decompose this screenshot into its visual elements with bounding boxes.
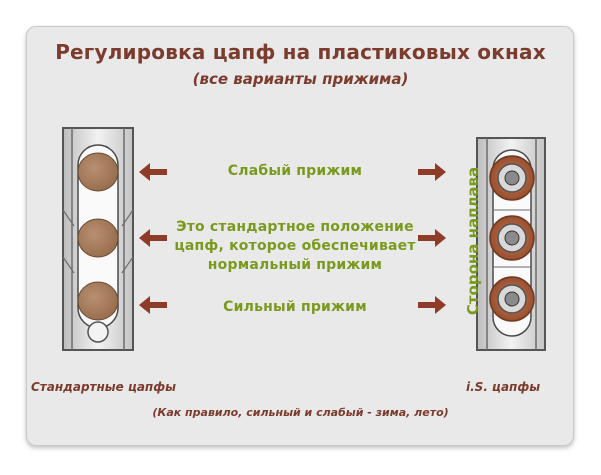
mode-strong-label: Сильный прижим (223, 299, 367, 315)
arrow-left-normal (139, 229, 167, 247)
is-pin-weak (489, 155, 535, 201)
arrow-right-strong (418, 296, 446, 314)
arrow-left-strong (139, 296, 167, 314)
arrow-right-normal (418, 229, 446, 247)
arrow-right-weak (418, 163, 446, 181)
mode-normal-line2: цапф, которое обеспечивает (174, 238, 416, 254)
is-caption: i.S. цапфы (466, 380, 541, 394)
is-pin-normal (489, 215, 535, 261)
arrow-left-weak (139, 163, 167, 181)
mode-normal-line3: нормальный прижим (207, 257, 383, 273)
footnote: (Как правило, сильный и слабый - зима, л… (152, 406, 449, 419)
page-title: Регулировка цапф на пластиковых окнах (55, 40, 546, 64)
standard-caption: Стандартные цапфы (31, 380, 176, 394)
side-label: Сторона наплава (462, 150, 484, 332)
mode-normal-line1: Это стандартное положение (176, 219, 414, 235)
standard-pin-normal (77, 218, 119, 258)
mode-normal-label: Это стандартное положение цапф, которое … (160, 218, 430, 275)
side-label-text: Сторона наплава (464, 166, 482, 316)
page-subtitle: (все варианты прижима) (192, 70, 409, 88)
standard-pin-weak (77, 152, 119, 192)
is-pin-strong (489, 276, 535, 322)
standard-pin-strong (77, 281, 119, 321)
mode-weak-label: Слабый прижим (227, 163, 363, 179)
